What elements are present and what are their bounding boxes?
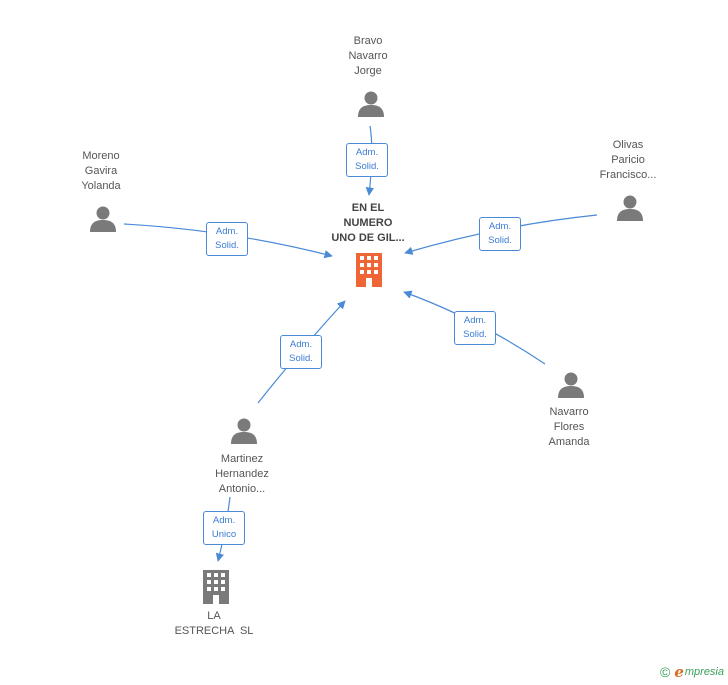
brand-initial: e bbox=[674, 663, 684, 681]
relation-badge-olivas[interactable]: Adm. Solid. bbox=[479, 217, 521, 251]
node-label-main-company[interactable]: EN EL NUMERO UNO DE GIL... bbox=[331, 202, 405, 244]
building-icon-la-estrecha[interactable] bbox=[203, 570, 229, 604]
relation-badge-bravo[interactable]: Adm. Solid. bbox=[346, 143, 388, 177]
relation-badge-moreno[interactable]: Adm. Solid. bbox=[206, 222, 248, 256]
node-label-martinez-hernandez-antonio[interactable]: Martinez Hernandez Antonio... bbox=[215, 453, 269, 495]
node-label-navarro-flores-amanda[interactable]: Navarro Flores Amanda bbox=[548, 406, 590, 448]
person-icon[interactable] bbox=[558, 372, 584, 399]
relation-badge-martinez[interactable]: Adm. Solid. bbox=[280, 335, 322, 369]
copyright-symbol: © bbox=[660, 664, 671, 680]
person-icon[interactable] bbox=[358, 91, 384, 118]
brand-name: mpresia bbox=[684, 666, 724, 678]
relation-badge-navarro[interactable]: Adm. Solid. bbox=[454, 311, 496, 345]
person-icon[interactable] bbox=[231, 418, 257, 445]
relation-badge-martinez-la-estrecha[interactable]: Adm. Unico bbox=[203, 511, 245, 545]
node-label-la-estrecha-sl[interactable]: LA ESTRECHA SL bbox=[174, 610, 254, 637]
node-label-olivas-paricio-francisco[interactable]: Olivas Paricio Francisco... bbox=[599, 139, 657, 181]
node-label-bravo-navarro-jorge[interactable]: Bravo Navarro Jorge bbox=[348, 35, 388, 77]
person-icon[interactable] bbox=[617, 195, 643, 222]
node-label-moreno-gavira-yolanda[interactable]: Moreno Gavira Yolanda bbox=[81, 150, 121, 192]
building-icon-main-company[interactable] bbox=[356, 253, 382, 287]
empresia-logo[interactable]: © e mpresia bbox=[660, 663, 724, 681]
person-icon[interactable] bbox=[90, 206, 116, 233]
